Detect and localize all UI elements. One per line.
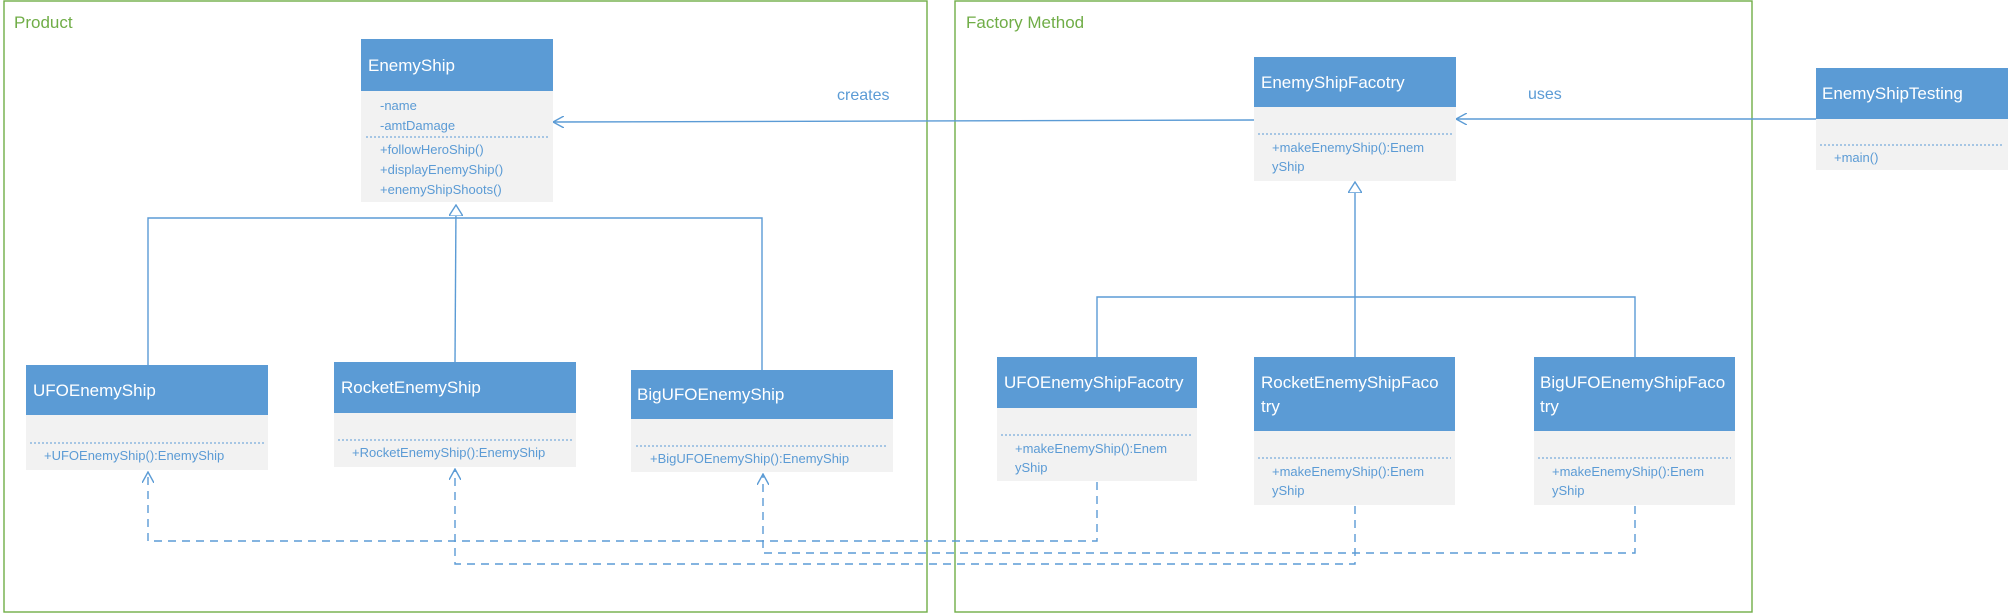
class-rocketenemyship-header bbox=[334, 362, 576, 413]
package-product-title: Product bbox=[14, 13, 73, 32]
dependency-connectors bbox=[148, 469, 1636, 565]
class-enemyship-body bbox=[361, 91, 553, 202]
class-enemyship-header bbox=[361, 39, 553, 91]
class-enemyshiptesting-name: EnemyShipTesting bbox=[1822, 84, 1963, 103]
class-rocketenemyshipfactory-body bbox=[1254, 431, 1455, 505]
package-factory-method: Factory Method bbox=[954, 0, 1753, 613]
creates-arrow bbox=[553, 120, 1255, 122]
product-inheritance-connectors bbox=[147, 205, 763, 370]
class-rocketenemyship-name: RocketEnemyShip bbox=[341, 378, 481, 397]
dependency-ufo-factory-to-ufo bbox=[148, 472, 1098, 542]
class-bigufoenemyship-header bbox=[631, 370, 893, 419]
inheritance-arrow-enemyship bbox=[455, 205, 456, 363]
class-ufoenemyship-name: UFOEnemyShip bbox=[33, 381, 156, 400]
class-bigufoenemyshipfactory-name-line2: try bbox=[1540, 397, 1559, 416]
class-bigufoenemyship[interactable]: BigUFOEnemyShip +BigUFOEnemyShip():Enemy… bbox=[631, 370, 893, 472]
association-uses: uses bbox=[1456, 86, 1816, 119]
class-enemyshipfactory-name: EnemyShipFacotry bbox=[1261, 73, 1405, 92]
class-rocketenemyshipfactory[interactable]: RocketEnemyShipFaco try +makeEnemyShip()… bbox=[1254, 357, 1455, 505]
class-ufoenemyshipfactory-body bbox=[997, 408, 1197, 481]
class-enemyshipfactory-header bbox=[1254, 57, 1456, 107]
uses-label: uses bbox=[1528, 86, 1562, 103]
method-enemyshipshoots: +enemyShipShoots() bbox=[380, 182, 502, 197]
class-enemyshipfactory[interactable]: EnemyShipFacotry +makeEnemyShip():Enem y… bbox=[1254, 57, 1456, 181]
creates-label: creates bbox=[837, 87, 889, 104]
inheritance-branch-line bbox=[147, 217, 763, 370]
method-bigufofactory-makeenemyship-line2: yShip bbox=[1552, 483, 1585, 498]
factory-inheritance-branch-line bbox=[1096, 296, 1636, 357]
class-enemyshiptesting-header bbox=[1816, 68, 2008, 119]
class-bigufoenemyship-name: BigUFOEnemyShip bbox=[637, 385, 784, 404]
dependency-rocket-factory-to-rocket bbox=[455, 469, 1356, 565]
method-bigufoenemyship: +BigUFOEnemyShip():EnemyShip bbox=[650, 451, 849, 466]
class-bigufoenemyshipfactory-name-line1: BigUFOEnemyShipFaco bbox=[1540, 373, 1725, 392]
attribute-name: -name bbox=[380, 98, 417, 113]
class-ufoenemyship[interactable]: UFOEnemyShip +UFOEnemyShip():EnemyShip bbox=[26, 365, 268, 470]
class-rocketenemyshipfactory-name-line1: RocketEnemyShipFaco bbox=[1261, 373, 1439, 392]
factory-inheritance-connectors bbox=[1096, 182, 1636, 357]
class-enemyshiptesting[interactable]: EnemyShipTesting +main() bbox=[1816, 68, 2008, 170]
class-bigufoenemyshipfactory[interactable]: BigUFOEnemyShipFaco try +makeEnemyShip()… bbox=[1534, 357, 1735, 505]
method-ufofactory-makeenemyship-line1: +makeEnemyShip():Enem bbox=[1015, 441, 1167, 456]
method-rocketfactory-makeenemyship-line1: +makeEnemyShip():Enem bbox=[1272, 464, 1424, 479]
association-creates: creates bbox=[553, 87, 1255, 122]
package-factory-method-title: Factory Method bbox=[966, 13, 1084, 32]
class-bigufoenemyshipfactory-header bbox=[1534, 357, 1735, 431]
attribute-amtdamage: -amtDamage bbox=[380, 118, 455, 133]
method-ufoenemyship: +UFOEnemyShip():EnemyShip bbox=[44, 448, 224, 463]
dependency-bigufo-factory-to-bigufo bbox=[763, 474, 1636, 554]
package-product-frame bbox=[3, 0, 928, 613]
class-ufoenemyshipfactory-name: UFOEnemyShipFacotry bbox=[1004, 373, 1184, 392]
method-bigufofactory-makeenemyship-line1: +makeEnemyShip():Enem bbox=[1552, 464, 1704, 479]
method-main: +main() bbox=[1834, 150, 1878, 165]
package-factory-method-frame bbox=[954, 0, 1753, 613]
method-ufofactory-makeenemyship-line2: yShip bbox=[1015, 460, 1048, 475]
class-enemyship[interactable]: EnemyShip -name -amtDamage +followHeroSh… bbox=[361, 39, 553, 202]
class-rocketenemyshipfactory-name-line2: try bbox=[1261, 397, 1280, 416]
class-rocketenemyshipfactory-header bbox=[1254, 357, 1455, 431]
class-enemyship-name: EnemyShip bbox=[368, 56, 455, 75]
class-ufoenemyship-header bbox=[26, 365, 268, 415]
class-rocketenemyship[interactable]: RocketEnemyShip +RocketEnemyShip():Enemy… bbox=[334, 362, 576, 467]
class-ufoenemyshipfactory-header bbox=[997, 357, 1197, 408]
package-product: Product bbox=[3, 0, 928, 613]
method-makeenemyship-line2: yShip bbox=[1272, 159, 1305, 174]
method-followheroship: +followHeroShip() bbox=[380, 142, 484, 157]
class-ufoenemyshipfactory[interactable]: UFOEnemyShipFacotry +makeEnemyShip():Ene… bbox=[997, 357, 1197, 481]
method-displayenemyship: +displayEnemyShip() bbox=[380, 162, 503, 177]
class-bigufoenemyshipfactory-body bbox=[1534, 431, 1735, 505]
method-rocketfactory-makeenemyship-line2: yShip bbox=[1272, 483, 1305, 498]
class-enemyshipfactory-body bbox=[1254, 107, 1456, 181]
method-rocketenemyship: +RocketEnemyShip():EnemyShip bbox=[352, 445, 545, 460]
method-makeenemyship-line1: +makeEnemyShip():Enem bbox=[1272, 140, 1424, 155]
